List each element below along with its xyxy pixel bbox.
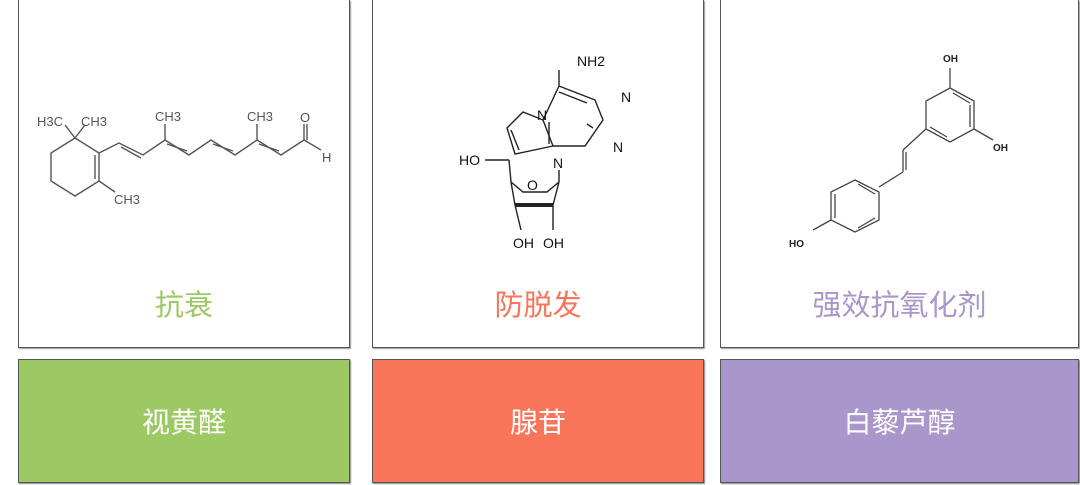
adenosine-structure-diagram: NH2 N N N N HO O OH OH bbox=[459, 53, 631, 251]
label-ho-left: HO bbox=[789, 239, 804, 250]
label-n1: N bbox=[621, 89, 631, 105]
benefit-label: 强效抗氧化剂 bbox=[812, 288, 987, 322]
compound-name: 腺苷 bbox=[509, 406, 566, 439]
label-n2: N bbox=[537, 107, 547, 123]
label-h3c: H3C bbox=[37, 114, 63, 129]
label-nh2: NH2 bbox=[577, 53, 605, 69]
label-h: H bbox=[322, 150, 331, 165]
label-o: O bbox=[300, 110, 310, 125]
compound-name: 白藜芦醇 bbox=[843, 406, 956, 439]
card-resveratrol: OH OH HO 强效抗氧化剂 bbox=[720, 0, 1079, 348]
label-ch3-d: CH3 bbox=[114, 192, 140, 207]
compound-tile-retinal: 视黄醛 bbox=[18, 359, 350, 483]
benefit-label: 防脱发 bbox=[494, 288, 582, 322]
compound-name: 视黄醛 bbox=[141, 406, 226, 439]
label-oh-right: OH bbox=[993, 143, 1008, 154]
label-o-ring: O bbox=[527, 177, 538, 193]
label-n4: N bbox=[553, 155, 563, 171]
benefit-label: 抗衰 bbox=[154, 288, 213, 322]
compound-tile-adenosine: 腺苷 bbox=[372, 359, 704, 483]
label-oh-top: OH bbox=[943, 54, 958, 65]
label-n3: N bbox=[613, 139, 623, 155]
compound-tile-resveratrol: 白藜芦醇 bbox=[720, 359, 1079, 483]
retinal-structure-diagram: H3C CH3 CH3 CH3 O H CH3 bbox=[37, 109, 331, 207]
card-adenosine: NH2 N N N N HO O OH OH 防脱发 bbox=[372, 0, 704, 348]
label-ch3-b: CH3 bbox=[155, 109, 181, 124]
card-retinal: H3C CH3 CH3 CH3 O H CH3 抗衰 bbox=[18, 0, 350, 348]
label-ch3-c: CH3 bbox=[247, 109, 273, 124]
label-ch3-a: CH3 bbox=[81, 114, 107, 129]
resveratrol-structure-diagram: OH OH HO bbox=[789, 54, 1008, 250]
label-oh2: OH bbox=[543, 235, 564, 251]
label-ho: HO bbox=[459, 152, 480, 168]
label-oh1: OH bbox=[513, 235, 534, 251]
